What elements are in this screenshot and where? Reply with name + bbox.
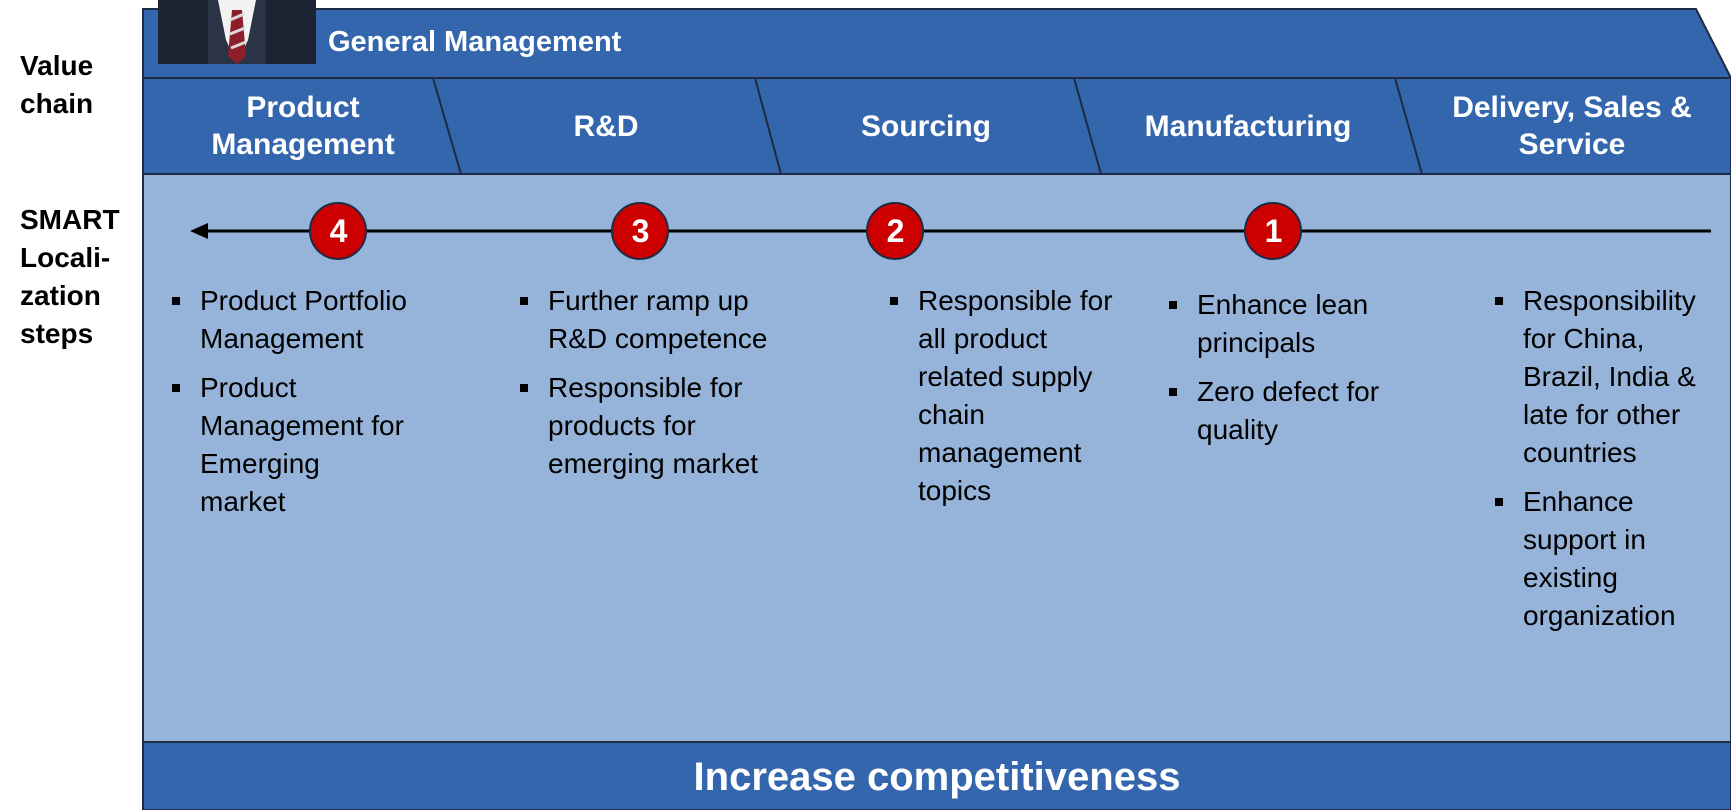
list-item: Enhance lean principals xyxy=(1167,286,1417,362)
step-circle xyxy=(309,202,367,260)
bullet-icon xyxy=(1169,301,1177,309)
step-circle xyxy=(611,202,669,260)
left-arrow-icon xyxy=(190,223,208,239)
bullet-icon xyxy=(172,297,180,305)
bullet-icon xyxy=(172,384,180,392)
stage-rd: R&D xyxy=(573,109,639,143)
bullet-icon xyxy=(890,297,898,305)
list-item: Product Portfolio Management xyxy=(170,282,410,358)
step-number-4: 4 xyxy=(329,213,348,249)
list-item: Further ramp up R&D competence xyxy=(518,282,788,358)
stage-manufacturing: Manufacturing xyxy=(1144,109,1352,143)
step-4-bullets: Product Portfolio Management Product Man… xyxy=(170,282,410,532)
bullet-icon xyxy=(1495,498,1503,506)
stage-divider xyxy=(754,77,782,175)
step-circle xyxy=(866,202,924,260)
step-delivery-bullets: Responsibility for China, Brazil, India … xyxy=(1493,282,1725,646)
stage-delivery-sales-service: Delivery, Sales & Service xyxy=(1452,91,1692,161)
bullet-icon xyxy=(520,297,528,305)
step-2-bullets: Responsible for all product related supp… xyxy=(888,282,1123,521)
steps-area-background xyxy=(142,173,1731,743)
stage-divider xyxy=(1394,77,1423,175)
bullet-icon xyxy=(1169,388,1177,396)
stage-divider xyxy=(1073,77,1102,175)
bullet-icon xyxy=(1495,297,1503,305)
list-item: Zero defect for quality xyxy=(1167,373,1417,449)
list-item: Responsible for all product related supp… xyxy=(888,282,1123,510)
executive-photo xyxy=(158,0,316,64)
step-number-3: 3 xyxy=(631,213,650,249)
step-number-1: 1 xyxy=(1264,213,1283,249)
row-label-smart-steps: SMART Locali- zation steps xyxy=(20,204,120,349)
value-chain-band xyxy=(142,77,1731,175)
list-item: Enhance support in existing organization xyxy=(1493,483,1725,635)
step-number-2: 2 xyxy=(886,213,905,249)
step-3-bullets: Further ramp up R&D competence Responsib… xyxy=(518,282,788,494)
step-1-bullets: Enhance lean principals Zero defect for … xyxy=(1167,286,1417,460)
row-label-value-chain: Value chain xyxy=(20,50,94,119)
stage-sourcing: Sourcing xyxy=(860,109,991,143)
general-management-title: General Management xyxy=(328,26,622,58)
bullet-icon xyxy=(520,384,528,392)
footer-band xyxy=(142,741,1731,810)
list-item: Product Management for Emerging market xyxy=(170,369,410,521)
stage-divider xyxy=(432,77,462,175)
list-item: Responsibility for China, Brazil, India … xyxy=(1493,282,1725,472)
stage-product-management: Product Management xyxy=(211,91,395,161)
list-item: Responsible for products for emerging ma… xyxy=(518,369,788,483)
footer-title: Increase competitiveness xyxy=(693,755,1181,799)
step-circle xyxy=(1244,202,1302,260)
general-management-banner xyxy=(142,8,1731,79)
